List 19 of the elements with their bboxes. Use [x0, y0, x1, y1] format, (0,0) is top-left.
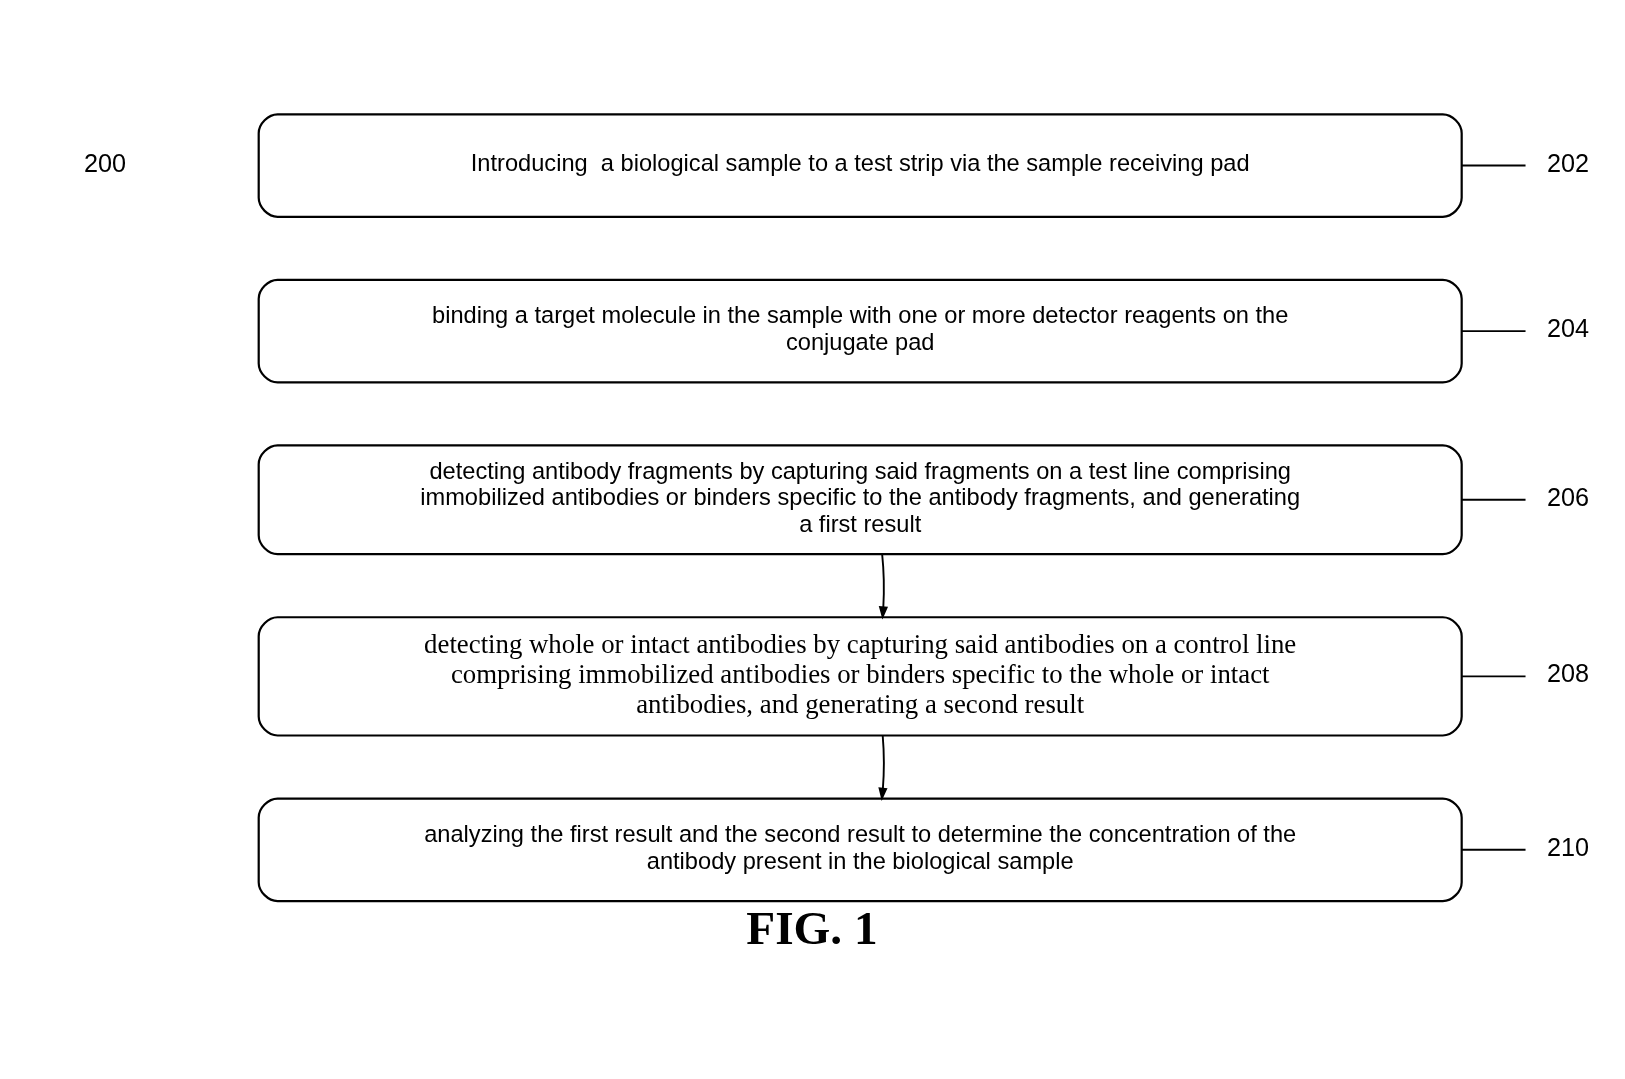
- connector: [1460, 164, 1527, 166]
- connector: [1460, 674, 1527, 677]
- node-box: detecting antibody fragments by capturing said fragments on a test line comprising immobilized antibodies or binders specific to the antibody fragments, and generating a first result: [257, 443, 1463, 555]
- arrow: [878, 552, 888, 620]
- node-box: analyzing the first result and the second result to determine the concentration of the antibody present in the biological sample: [257, 796, 1463, 902]
- node-text: 206: [1547, 482, 1590, 511]
- node-text: 204: [1547, 313, 1590, 342]
- node-box: binding a target molecule in the sample with one or more detector reagents on the conjugate pad: [257, 278, 1463, 383]
- label: 200: [83, 148, 127, 177]
- node-box: Introducing a biological sample to a test strip via the sample receiving pad: [257, 112, 1463, 218]
- node-text: 202: [1547, 148, 1590, 177]
- connector: [1460, 848, 1527, 851]
- node-text: 210: [1547, 832, 1590, 861]
- connector: [1460, 498, 1527, 501]
- arrow: [878, 734, 888, 801]
- node-box: detecting whole or intact antibodies by capturing said antibodies on a control line comprising immobilized antibodies or binders specific to the whole or intact antibodies, and generating a second result: [257, 615, 1463, 737]
- caption: FIG. 1: [746, 901, 878, 954]
- node-text: 208: [1547, 658, 1590, 687]
- connector: [1460, 329, 1527, 332]
